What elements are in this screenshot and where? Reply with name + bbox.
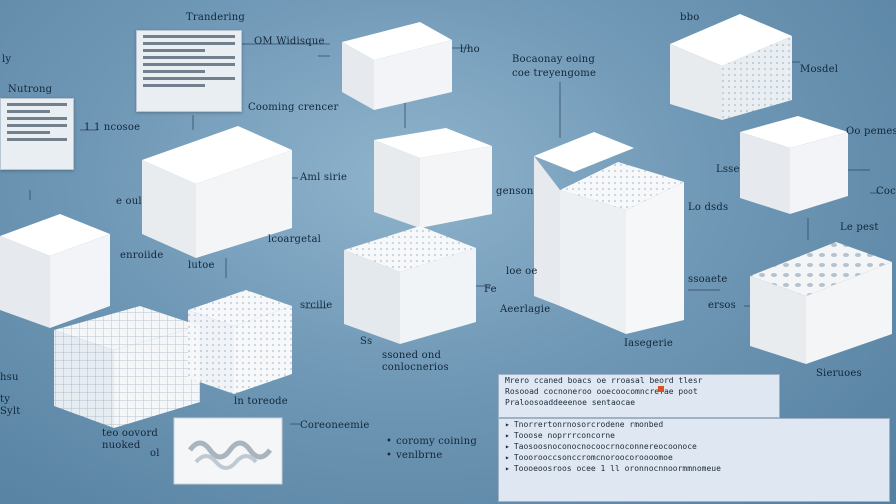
bottom-list-item: ▸Tooose noprrrconcorne xyxy=(505,431,615,440)
label-arrow-mid: Cooming crencer xyxy=(248,102,339,113)
label-far-left-3: ty xyxy=(0,394,11,405)
label-left-mid: 1 1 ncosoe xyxy=(84,122,141,133)
mesh-block xyxy=(54,306,200,428)
label-right-low-2: Iasegerie xyxy=(624,338,673,349)
label-far-left-1: ly xyxy=(2,54,12,65)
cube-right-mid xyxy=(740,116,848,214)
list-item-1: •coromy coining xyxy=(386,436,477,447)
bottom-list-item: ▸Tooorooccsonccromcnoroocoroooomoe xyxy=(505,453,673,462)
label-center-e: conlocnerios xyxy=(382,362,449,373)
bottom-note-line: Rosooad cocnoneroo ooecoocomncrefae poot xyxy=(505,387,698,396)
bottom-list-item: ▸Taosoosnoconocnocoocrnoconnereocoonoce xyxy=(505,442,697,451)
label-center-top-right: l/ho xyxy=(460,44,480,55)
label-right-mid-2: Lsse xyxy=(716,164,740,175)
cube-top-center xyxy=(342,22,452,110)
dotted-cube xyxy=(344,226,476,344)
label-right-mid-4: Lo dsds xyxy=(688,202,729,213)
label-right-mid-7: ersos xyxy=(708,300,736,311)
label-top-left-heading: OM Widisque xyxy=(254,36,325,47)
bottom-list-item: ▸Tnorrertonrnosorcrodene rmonbed xyxy=(505,420,664,429)
label-center-b: srcilie xyxy=(300,300,333,311)
label-right-mid-3: Coc xyxy=(876,186,896,197)
label-center-mid: lcoargetal xyxy=(268,234,322,245)
bottom-list-item: ▸Toooeoosroos ocee 1 ll oronnocnnoormmno… xyxy=(505,464,721,473)
label-bottom-center: Coreoneemie xyxy=(300,420,370,431)
label-cube-mid-left-b: lutoe xyxy=(188,260,215,271)
label-cube2: Aml sirie xyxy=(300,172,348,183)
label-right-mid-5: Le pest xyxy=(840,222,879,233)
bottom-note-line: Mrero ccaned boacs oe rroasal beord tles… xyxy=(505,376,703,385)
label-left-side: Nutrong xyxy=(8,84,53,95)
porous-block xyxy=(750,242,892,364)
tall-block xyxy=(534,132,684,334)
bottom-note: Mrero ccaned boacs oe rroasal beord tles… xyxy=(498,374,780,418)
label-right-top-2: Mosdel xyxy=(800,64,839,75)
bottom-note-line: Praloosoaddeeenoe sentaocae xyxy=(505,398,636,407)
cube-center xyxy=(374,128,492,228)
label-top-center: Trandering xyxy=(186,12,245,23)
specimen-thumbnail xyxy=(173,417,283,485)
label-bottom-left-3: ol xyxy=(150,448,160,459)
label-tall: Aeerlagie xyxy=(500,304,551,315)
spec-panel-left xyxy=(0,98,74,170)
label-center-f: ln toreode xyxy=(234,396,288,407)
label-far-left-4: Sylt xyxy=(0,406,21,417)
label-right-top-1: bbo xyxy=(680,12,700,23)
fine-grid-cube xyxy=(188,290,292,394)
accent-marker xyxy=(658,386,664,392)
label-right-low-3: Sieruoes xyxy=(816,368,862,379)
label-right-mid-1: Oo pemesse xyxy=(846,126,896,137)
list-item-2: •venlbrne xyxy=(386,450,443,461)
label-bottom-left-1: teo oovord xyxy=(102,428,159,439)
label-cube-mid-left: enroiide xyxy=(120,250,164,261)
label-right-low-1: loe oe xyxy=(506,266,538,277)
label-right-mid-6: Fe xyxy=(484,284,497,295)
label-far-left-2: hsu xyxy=(0,372,19,383)
label-center-c: Ss xyxy=(360,336,373,347)
label-left-cube: e oul xyxy=(116,196,142,207)
label-gradient-title-1: Bocaonay eoing xyxy=(512,54,595,65)
cube-upper-left xyxy=(142,126,292,258)
label-right-low-4: ssoaete xyxy=(688,274,728,285)
label-center-side: genson xyxy=(496,186,534,197)
cube-left-edge xyxy=(0,214,110,328)
bottom-list: ▸Tnorrertonrnosorcrodene rmonbed ▸Tooose… xyxy=(498,418,890,502)
label-center-d: ssoned ond xyxy=(382,350,442,361)
spec-panel-top xyxy=(136,30,242,112)
label-bottom-left-2: nuoked xyxy=(102,440,141,451)
label-gradient-title-2: coe treyengome xyxy=(512,68,597,79)
cube-top-right xyxy=(670,14,792,120)
